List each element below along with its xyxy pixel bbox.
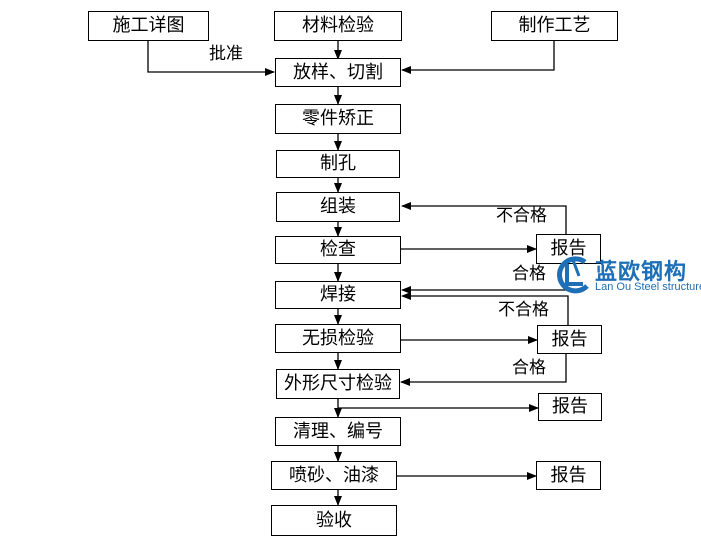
loop-unqualified-assembly	[401, 202, 567, 234]
box-assembly: 组装	[276, 192, 400, 222]
box-drilling: 制孔	[276, 150, 400, 178]
box-construction-drawings: 施工详图	[88, 11, 209, 41]
box-part-straightening: 零件矫正	[275, 104, 401, 134]
box-sandblast-paint: 喷砂、油漆	[271, 461, 397, 490]
box-welding: 焊接	[275, 281, 401, 309]
box-report-2: 报告	[537, 325, 602, 354]
box-acceptance: 验收	[271, 505, 397, 536]
box-dimension-check: 外形尺寸检验	[276, 369, 400, 399]
logo-mark-icon	[557, 256, 589, 294]
label-approval: 批准	[209, 44, 243, 64]
box-layout-cutting: 放样、切割	[275, 58, 401, 87]
label-unqualified-2: 不合格	[498, 300, 549, 320]
box-report-3: 报告	[538, 393, 602, 421]
label-qualified-1: 合格	[512, 264, 546, 284]
arrow-drawings-to-layout	[147, 40, 275, 76]
box-report-4: 报告	[536, 461, 601, 490]
label-qualified-2: 合格	[512, 358, 546, 378]
logo-name-cn: 蓝欧钢构	[595, 260, 688, 285]
label-unqualified-1: 不合格	[496, 206, 547, 226]
box-cleaning-numbering: 清理、编号	[275, 417, 401, 446]
loop-unqualified-weld	[401, 292, 569, 325]
arrow-process-to-layout	[401, 40, 555, 74]
company-logo: 蓝欧钢构 Lan Ou Steel structure	[553, 254, 701, 296]
box-inspection: 检查	[275, 236, 401, 264]
box-fabrication-process: 制作工艺	[491, 11, 618, 41]
box-ndt: 无损检验	[275, 324, 401, 353]
logo-name-en: Lan Ou Steel structure	[595, 281, 701, 293]
loop-qualified-dimension	[400, 354, 567, 386]
box-material-inspection: 材料检验	[274, 11, 402, 41]
